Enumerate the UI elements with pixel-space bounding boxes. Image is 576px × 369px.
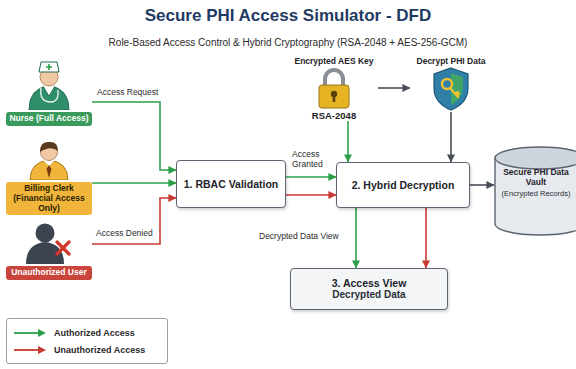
flow-arrow	[347, 121, 349, 162]
process-box: 1. RBAC Validation	[176, 160, 286, 208]
node-label: Encrypted AES Key	[290, 56, 378, 66]
icon-part	[29, 86, 69, 110]
flow-arrow	[450, 112, 452, 162]
icon	[6, 58, 92, 110]
icon-part	[38, 329, 46, 337]
icon-part	[495, 147, 576, 169]
icon-part	[46, 64, 52, 70]
actor: Unauthorized User	[6, 220, 92, 280]
icon	[410, 66, 492, 112]
flow-arrow	[92, 182, 176, 184]
node-sublabel: RSA-2048	[290, 110, 378, 121]
datastore-cylinder: Secure PHI Data Vault (Encrypted Records)	[494, 146, 576, 236]
icon-part	[495, 158, 576, 235]
icon-part	[47, 165, 52, 178]
icon	[290, 66, 378, 110]
legend-line	[13, 328, 47, 338]
icon-part	[41, 88, 58, 102]
icon-part	[57, 242, 69, 254]
edge-label: Access Denied	[95, 229, 154, 239]
flow-arrow	[286, 176, 336, 178]
edge-label: Access Granted	[291, 150, 333, 170]
icon-part	[43, 86, 55, 96]
flow-arrow	[286, 194, 336, 196]
flow-arrow	[92, 198, 176, 244]
legend-box: Authorized AccessUnauthorized Access	[6, 318, 168, 364]
node-label: 3. Access View	[297, 277, 441, 290]
node-label: Secure PHI Data Vault	[498, 168, 574, 188]
node-sublabel: (Encrypted Records)	[498, 190, 574, 199]
legend-label: Unauthorized Access	[54, 345, 145, 355]
node-label: 2. Hybrid Decryption	[343, 179, 463, 192]
icon-part	[450, 88, 459, 97]
icon-part	[30, 160, 68, 180]
node-label: Billing Clerk (Financial Access Only)	[6, 182, 92, 215]
icon-part	[434, 68, 468, 110]
node-label: Decrypt PHI Data	[410, 56, 492, 66]
icon	[6, 140, 92, 180]
icon-part	[333, 95, 336, 102]
legend-label: Authorized Access	[54, 328, 135, 338]
flow-arrow	[425, 208, 427, 268]
icon-part	[14, 349, 39, 351]
legend-row: Authorized Access	[13, 324, 161, 341]
edge-label: Decrypted Data View	[258, 232, 340, 242]
icon-part	[451, 73, 463, 105]
process-box: 2. Hybrid Decryption	[336, 162, 470, 208]
icon-part	[325, 70, 343, 86]
node-label: 1. RBAC Validation	[183, 178, 279, 191]
legend-row: Unauthorized Access	[13, 341, 161, 358]
flow-arrow	[378, 87, 410, 89]
subtitle: Role-Based Access Control & Hybrid Crypt…	[0, 37, 576, 48]
icon-part	[36, 224, 55, 243]
icon-part	[14, 332, 39, 334]
decrypt-shield: Decrypt PHI Data	[410, 56, 492, 112]
node-label: Unauthorized User	[6, 266, 92, 280]
node-sublabel: Decrypted Data	[297, 289, 441, 301]
key-lock: Encrypted AES KeyRSA-2048	[290, 56, 378, 121]
node-label: Nurse (Full Access)	[6, 112, 92, 126]
icon-part	[319, 85, 349, 108]
icon-part	[38, 346, 46, 354]
actor: Billing Clerk (Financial Access Only)	[6, 140, 92, 215]
diagram-title: Secure PHI Access Simulator - DFD	[0, 6, 576, 26]
actor: Nurse (Full Access)	[6, 58, 92, 126]
edge-label: Access Request	[96, 88, 159, 98]
icon-part	[39, 62, 59, 72]
legend-line	[13, 345, 47, 355]
icon-part	[40, 142, 58, 152]
flow-arrow	[470, 184, 494, 186]
flow-arrow	[355, 208, 357, 268]
process-box: 3. Access ViewDecrypted Data	[290, 268, 448, 310]
flow-arrow	[92, 102, 176, 170]
icon	[6, 220, 92, 264]
